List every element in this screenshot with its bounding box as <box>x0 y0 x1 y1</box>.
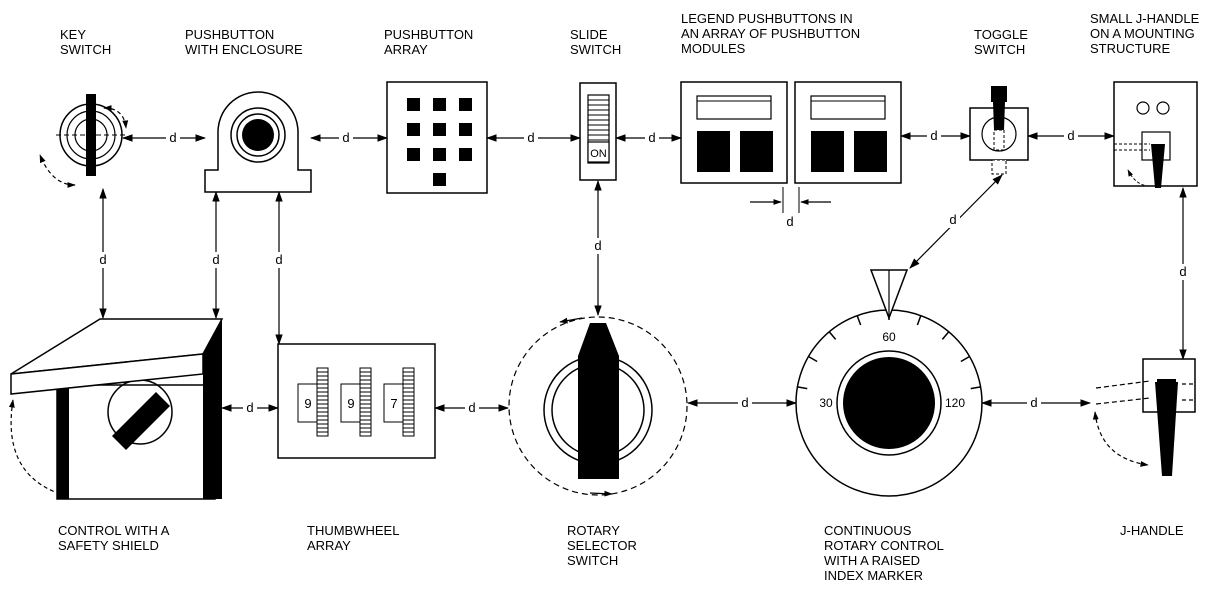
distance-label: d <box>468 400 475 415</box>
distance-label: d <box>1067 128 1074 143</box>
distance-label: d <box>1179 264 1186 279</box>
thumbwheel-digit-1: 9 <box>304 396 311 411</box>
label-pushbutton-array: PUSHBUTTON ARRAY <box>384 27 474 57</box>
distance-label: d <box>169 130 176 145</box>
distance-label: d <box>648 130 655 145</box>
label-thumbwheel-array: THUMBWHEEL ARRAY <box>307 523 400 553</box>
label-rotary-selector: ROTARY SELECTOR SWITCH <box>567 523 637 568</box>
legend-pushbutton-modules-figure <box>680 81 902 213</box>
distance-label: d <box>99 252 106 267</box>
distance-labels: d d d d d d d d d d d d d d d d d <box>96 128 1190 416</box>
label-toggle-switch: TOGGLE SWITCH <box>974 27 1028 57</box>
rotary-selector-figure <box>508 316 688 497</box>
label-slide-switch: SLIDE SWITCH <box>570 27 622 57</box>
continuous-rotary-figure: 60 30 120 <box>795 269 983 497</box>
distance-label: d <box>741 395 748 410</box>
distance-label: d <box>949 212 956 227</box>
dial-mark-right: 120 <box>945 396 965 410</box>
distance-label: d <box>246 400 253 415</box>
pushbutton-array-figure <box>386 81 488 194</box>
slide-switch-figure: ON <box>579 82 617 181</box>
distance-label: d <box>275 252 282 267</box>
toggle-switch-figure <box>969 86 1029 175</box>
distance-label: d <box>342 130 349 145</box>
slide-switch-on-text: ON <box>590 148 607 160</box>
thumbwheel-digit-3: 7 <box>390 396 397 411</box>
safety-shield-figure <box>8 318 224 500</box>
distance-label: d <box>594 238 601 253</box>
thumbwheel-array-figure: 9 9 7 <box>277 343 436 459</box>
distance-label: d <box>527 130 534 145</box>
j-handle-figure <box>1092 358 1196 476</box>
label-j-handle: J-HANDLE <box>1120 523 1184 538</box>
distance-label: d <box>930 128 937 143</box>
pushbutton-enclosure-figure <box>204 91 312 193</box>
label-key-switch: KEY SWITCH <box>60 27 112 57</box>
distance-label: d <box>1030 395 1037 410</box>
label-continuous-rotary: CONTINUOUS ROTARY CONTROL WITH A RAISED … <box>824 523 944 583</box>
label-legend-pushbuttons: LEGEND PUSHBUTTONS IN AN ARRAY OF PUSHBU… <box>681 11 861 56</box>
distance-label: d <box>212 252 219 267</box>
small-j-handle-figure <box>1113 81 1198 188</box>
label-small-j-handle: SMALL J-HANDLE ON A MOUNTING STRUCTURE <box>1090 11 1200 56</box>
label-pushbutton-enclosure: PUSHBUTTON WITH ENCLOSURE <box>185 27 303 57</box>
key-switch-figure <box>39 94 129 188</box>
label-safety-shield: CONTROL WITH A SAFETY SHIELD <box>58 523 170 553</box>
dial-mark-top: 60 <box>882 330 896 344</box>
distance-label: d <box>786 214 793 229</box>
thumbwheel-digit-2: 9 <box>347 396 354 411</box>
dial-mark-left: 30 <box>819 396 833 410</box>
